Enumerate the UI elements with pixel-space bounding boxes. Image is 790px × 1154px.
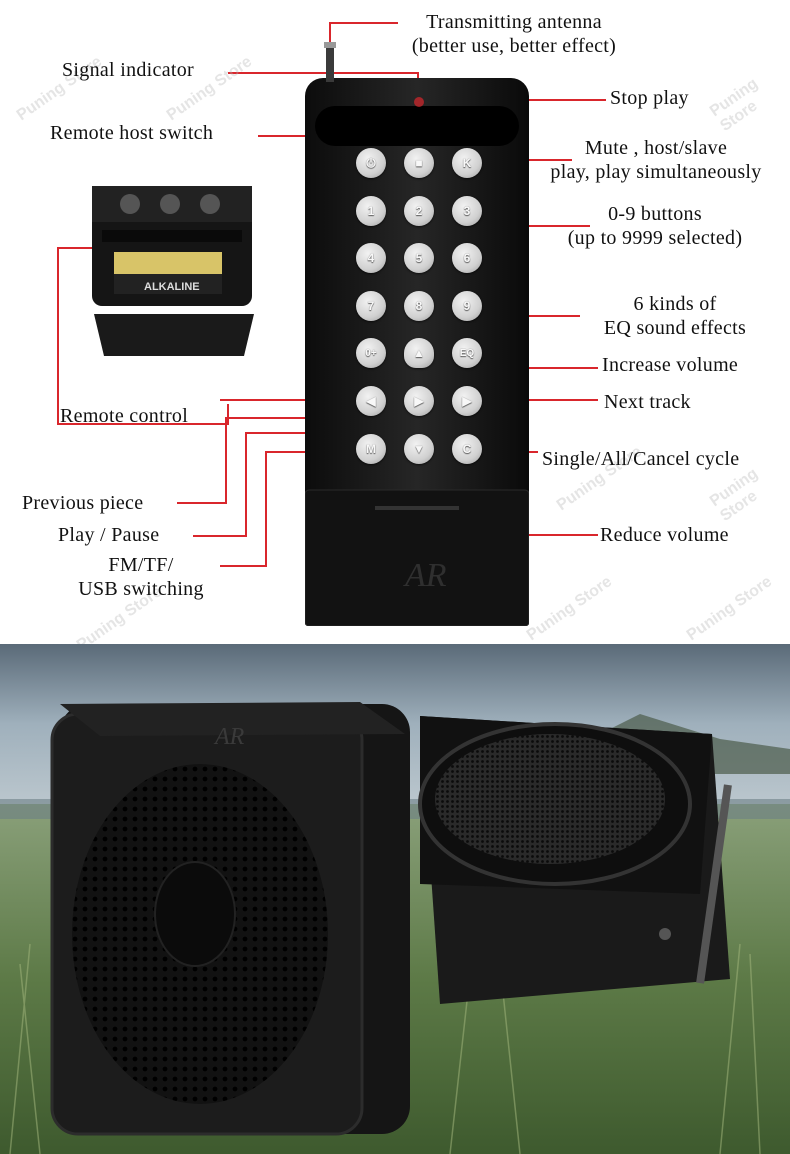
label-play-pause: Play / Pause — [58, 524, 160, 546]
speaker-product-photo: AR — [0, 644, 790, 1154]
label-single-cycle: Single/All/Cancel cycle — [542, 448, 740, 470]
number-button-1[interactable]: 1 — [356, 196, 386, 226]
label-next-track: Next track — [604, 391, 691, 413]
svg-text:ALKALINE: ALKALINE — [144, 281, 200, 293]
label-stop-play: Stop play — [610, 87, 689, 109]
number-button-9[interactable]: 9 — [452, 291, 482, 321]
label-reduce-volume: Reduce volume — [600, 524, 729, 546]
label-previous-piece: Previous piece — [22, 492, 144, 514]
svg-text:AR: AR — [213, 724, 245, 750]
number-button-8[interactable]: 8 — [404, 291, 434, 321]
number-button-7[interactable]: 7 — [356, 291, 386, 321]
label-mute: Mute , host/slave play, play simultaneou… — [550, 137, 762, 183]
remote-diagram-panel: AR ⏻ ■ K 1 2 3 4 5 6 7 8 9 0+ ▲ EQ ◀ ▶ ▶… — [13, 11, 776, 655]
label-remote-control: Remote control — [60, 405, 189, 427]
number-button-4[interactable]: 4 — [356, 243, 386, 273]
label-transmitting-antenna: Transmitting antenna (better use, better… — [411, 11, 617, 57]
label-increase-volume: Increase volume — [602, 354, 739, 376]
remote-host-switch-button[interactable]: ⏻ — [356, 148, 386, 178]
stop-button[interactable]: ■ — [404, 148, 434, 178]
volume-up-button[interactable]: ▲ — [404, 338, 434, 368]
number-button-0plus[interactable]: 0+ — [356, 338, 386, 368]
antenna-icon — [324, 42, 336, 82]
label-number-buttons: 0-9 buttons (up to 9999 selected) — [567, 203, 743, 249]
label-signal-indicator: Signal indicator — [62, 59, 194, 81]
label-remote-host-switch: Remote host switch — [50, 122, 214, 144]
battery-compartment-image: ALKALINE — [92, 186, 254, 356]
number-button-2[interactable]: 2 — [404, 196, 434, 226]
previous-button[interactable]: ◀ — [356, 386, 386, 416]
label-fm-switching: FM/TF/ USB switching — [78, 554, 204, 600]
play-pause-button[interactable]: ▶ — [404, 386, 434, 416]
speaker-scene-image: AR — [0, 644, 790, 1154]
volume-down-button[interactable]: ▼ — [404, 434, 434, 464]
number-button-3[interactable]: 3 — [452, 196, 482, 226]
number-button-5[interactable]: 5 — [404, 243, 434, 273]
svg-text:AR: AR — [403, 557, 447, 594]
mode-button[interactable]: M — [356, 434, 386, 464]
number-button-6[interactable]: 6 — [452, 243, 482, 273]
label-eq: 6 kinds of EQ sound effects — [603, 293, 747, 339]
next-button[interactable]: ▶ — [452, 386, 482, 416]
cycle-button[interactable]: C — [452, 434, 482, 464]
eq-button[interactable]: EQ — [452, 338, 482, 368]
mute-button[interactable]: K — [452, 148, 482, 178]
